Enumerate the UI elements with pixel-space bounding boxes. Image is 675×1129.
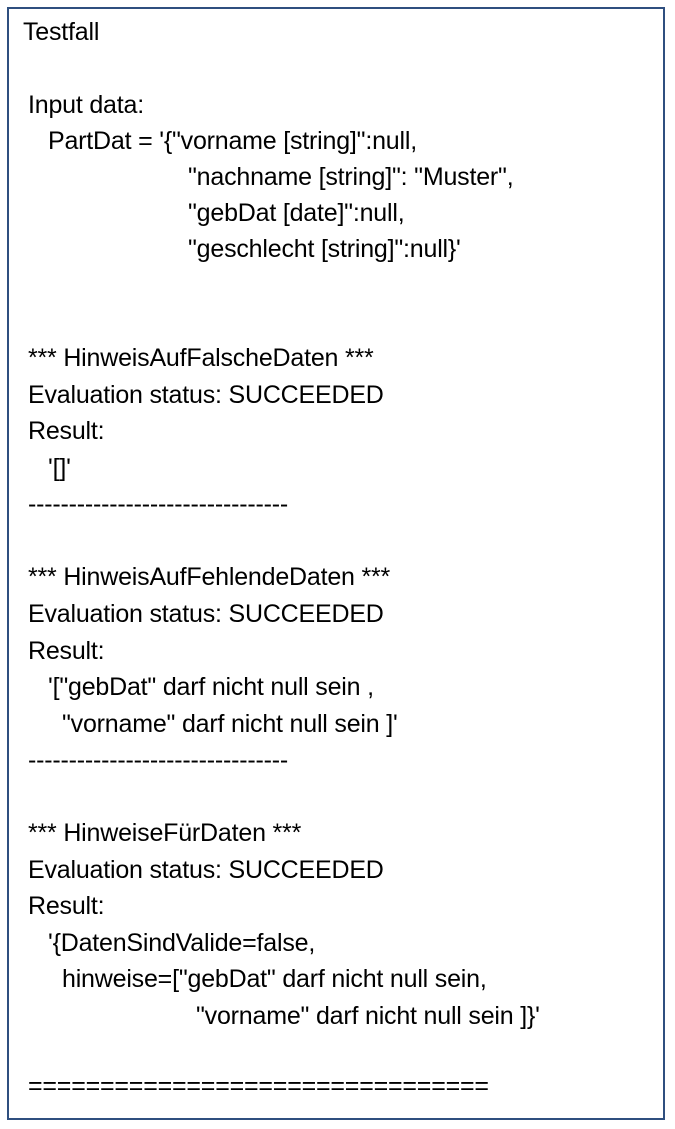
result-label: Result: (28, 417, 105, 445)
input-label: Input data: (28, 91, 144, 119)
evaluation-status: Evaluation status: SUCCEEDED (28, 856, 384, 884)
section-separator: ================================ (28, 1072, 489, 1100)
result-label: Result: (28, 892, 105, 920)
result-line: '[]' (48, 454, 71, 482)
evaluation-status: Evaluation status: SUCCEEDED (28, 600, 384, 628)
section-header: *** HinweisAufFehlendeDaten *** (28, 563, 391, 591)
page-title: Testfall (23, 18, 100, 46)
evaluation-status: Evaluation status: SUCCEEDED (28, 381, 384, 409)
result-line: '{DatenSindValide=false, (48, 929, 316, 957)
input-line-2: "nachname [string]": "Muster", (188, 163, 514, 191)
section-header: *** HinweiseFürDaten *** (28, 819, 302, 847)
input-line-4: "geschlecht [string]":null}' (188, 235, 461, 263)
result-label: Result: (28, 637, 105, 665)
result-line: hinweise=["gebDat" darf nicht null sein, (62, 965, 487, 993)
testcase-frame (7, 7, 665, 1120)
section-separator: -------------------------------- (28, 490, 289, 518)
result-line: "vorname" darf nicht null sein ]' (62, 710, 398, 738)
input-line-3: "gebDat [date]":null, (188, 199, 405, 227)
section-separator: -------------------------------- (28, 746, 289, 774)
input-line-1: PartDat = '{"vorname [string]":null, (48, 127, 417, 155)
result-line: '["gebDat" darf nicht null sein , (48, 673, 374, 701)
result-line: "vorname" darf nicht null sein ]}' (196, 1002, 540, 1030)
section-header: *** HinweisAufFalscheDaten *** (28, 344, 374, 372)
